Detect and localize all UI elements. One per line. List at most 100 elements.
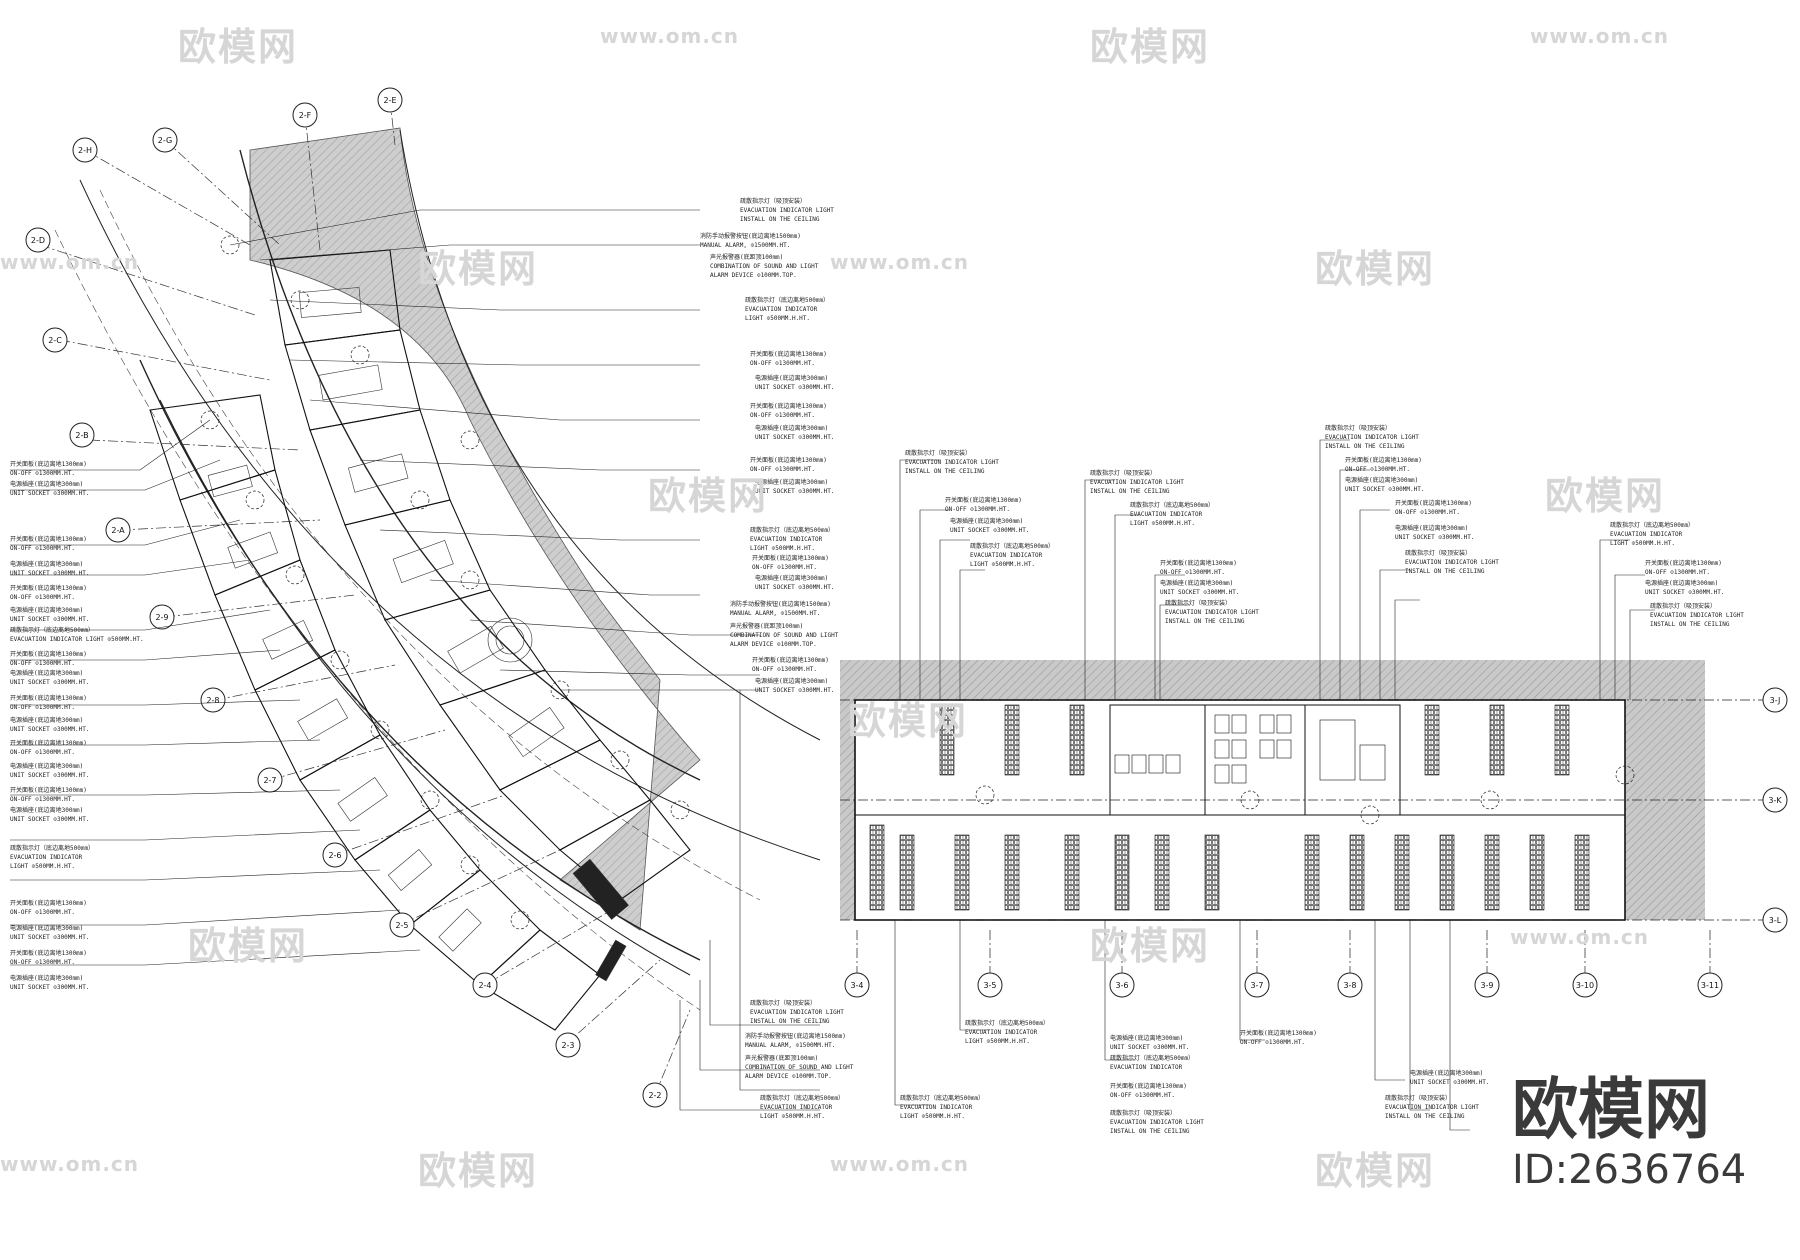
note-switch: 开关面板(底边离地1300mm)ON-OFF ⊙1300MM.HT. — [1240, 1029, 1317, 1046]
svg-text:UNIT SOCKET ⊙300MM.HT.: UNIT SOCKET ⊙300MM.HT. — [10, 934, 89, 941]
straight-grid-bubbles — [844, 687, 1788, 998]
grid-label: 3-6 — [1115, 981, 1128, 990]
svg-text:COMBINATION OF SOUND AND LIGHT: COMBINATION OF SOUND AND LIGHT — [730, 632, 839, 639]
svg-text:ALARM DEVICE ⊙100MM.TOP.: ALARM DEVICE ⊙100MM.TOP. — [745, 1073, 832, 1080]
svg-text:ON-OFF ⊙1300MM.HT.: ON-OFF ⊙1300MM.HT. — [1395, 509, 1460, 516]
hatched-band-top — [840, 660, 1705, 705]
svg-text:疏散指示灯（底边离地500mm）: 疏散指示灯（底边离地500mm） — [900, 1094, 984, 1102]
svg-text:LIGHT ⊙500MM.H.HT.: LIGHT ⊙500MM.H.HT. — [760, 1113, 825, 1120]
hatched-band-left — [840, 705, 855, 920]
svg-text:MANUAL ALARM, ⊙1500MM.HT.: MANUAL ALARM, ⊙1500MM.HT. — [700, 242, 790, 249]
svg-text:INSTALL ON THE CEILING: INSTALL ON THE CEILING — [740, 216, 820, 223]
svg-text:电源插座(底边离地300mm): 电源插座(底边离地300mm) — [10, 806, 83, 814]
svg-text:开关面板(底边离地1300mm): 开关面板(底边离地1300mm) — [10, 650, 87, 658]
grid-bubble-2-H — [72, 137, 98, 163]
note-sound-light: 声光报警器(底距顶100mm) COMBINATION OF SOUND AND… — [730, 622, 839, 648]
svg-text:EVACUATION INDICATOR: EVACUATION INDICATOR — [1130, 511, 1203, 518]
note-switch: 开关面板(底边离地1300mm) ON-OFF ⊙1300MM.HT. — [750, 350, 827, 367]
svg-text:INSTALL ON THE CEILING: INSTALL ON THE CEILING — [1325, 443, 1405, 450]
annotation-straight-wing-bottom: 疏散指示灯（底边离地500mm）EVACUATION INDICATOR LIGH… — [900, 1019, 1489, 1135]
svg-text:ON-OFF ⊙1300MM.HT.: ON-OFF ⊙1300MM.HT. — [1345, 466, 1410, 473]
note-evac-ceiling: 疏散指示灯（吸顶安装）EVACUATION INDICATOR LIGHTINS… — [1325, 424, 1419, 450]
svg-text:UNIT SOCKET ⊙300MM.HT.: UNIT SOCKET ⊙300MM.HT. — [755, 687, 834, 694]
brand-name: 欧模网 — [1512, 1071, 1710, 1148]
svg-text:UNIT SOCKET ⊙300MM.HT.: UNIT SOCKET ⊙300MM.HT. — [755, 488, 834, 495]
note-switch: 开关面板(底边离地1300mm) ON-OFF ⊙1300MM.HT. — [10, 786, 87, 803]
note-socket: 电源插座(底边离地300mm)UNIT SOCKET ⊙300MM.HT. — [10, 480, 89, 497]
svg-text:ON-OFF ⊙1300MM.HT.: ON-OFF ⊙1300MM.HT. — [945, 506, 1010, 513]
svg-text:INSTALL ON THE CEILING: INSTALL ON THE CEILING — [1405, 568, 1485, 575]
grid-bubble-2-E — [377, 87, 403, 113]
svg-text:疏散指示灯（底边离地500mm）: 疏散指示灯（底边离地500mm） — [965, 1019, 1049, 1027]
svg-text:电源插座(底边离地300mm): 电源插座(底边离地300mm) — [755, 374, 828, 382]
note-evac-ceiling: 疏散指示灯（吸顶安装）EVACUATION INDICATOR LIGHTINS… — [1650, 602, 1744, 628]
svg-text:EVACUATION INDICATOR: EVACUATION INDICATOR — [1610, 531, 1683, 538]
svg-text:开关面板(底边离地1300mm): 开关面板(底边离地1300mm) — [10, 786, 87, 794]
note-switch: 开关面板(底边离地1300mm)ON-OFF ⊙1300MM.HT. — [10, 650, 87, 667]
svg-text:UNIT SOCKET ⊙300MM.HT.: UNIT SOCKET ⊙300MM.HT. — [755, 434, 834, 441]
note-evac-ceiling: 疏散指示灯（吸顶安装）EVACUATION INDICATOR LIGHTINS… — [1405, 549, 1499, 575]
note-switch: 开关面板(底边离地1300mm)ON-OFF ⊙1300MM.HT. — [945, 496, 1022, 513]
svg-text:ON-OFF ⊙1300MM.HT.: ON-OFF ⊙1300MM.HT. — [1160, 569, 1225, 576]
svg-text:ON-OFF ⊙1300MM.HT.: ON-OFF ⊙1300MM.HT. — [750, 360, 815, 367]
rack-rows-bottom — [869, 824, 1590, 911]
note-switch: 开关面板(底边离地1300mm)ON-OFF ⊙1300MM.HT. — [10, 460, 87, 477]
svg-text:电源插座(底边离地300mm): 电源插座(底边离地300mm) — [755, 677, 828, 685]
grid-label: 2-B — [75, 431, 88, 440]
grid-label: 2-F — [299, 111, 312, 120]
svg-text:开关面板(底边离地1300mm): 开关面板(底边离地1300mm) — [10, 584, 87, 592]
note-evac-500: 疏散指示灯（底边离地500mm） EVACUATION INDICATOR LI… — [760, 1094, 844, 1120]
svg-text:ON-OFF ⊙1300MM.HT.: ON-OFF ⊙1300MM.HT. — [1240, 1039, 1305, 1046]
note-evac-ceiling: 疏散指示灯（吸顶安装）EVACUATION INDICATOR LIGHTINS… — [1110, 1109, 1204, 1135]
annotation-straight-wing-top: 疏散指示灯（吸顶安装） EVACUATION INDICATOR LIGHT INS… — [905, 424, 1744, 628]
svg-text:UNIT SOCKET ⊙300MM.HT.: UNIT SOCKET ⊙300MM.HT. — [10, 772, 89, 779]
svg-text:LIGHT ⊙500MM.H.HT.: LIGHT ⊙500MM.H.HT. — [1610, 540, 1675, 547]
svg-text:UNIT SOCKET ⊙300MM.HT.: UNIT SOCKET ⊙300MM.HT. — [755, 384, 834, 391]
svg-text:INSTALL ON THE CEILING: INSTALL ON THE CEILING — [1650, 621, 1730, 628]
svg-text:疏散指示灯（吸顶安装）: 疏散指示灯（吸顶安装） — [1385, 1094, 1451, 1102]
svg-text:电源插座(底边离地300mm): 电源插座(底边离地300mm) — [10, 716, 83, 724]
svg-text:LIGHT ⊙500MM.H.HT.: LIGHT ⊙500MM.H.HT. — [10, 863, 75, 870]
svg-text:ON-OFF ⊙1300MM.HT.: ON-OFF ⊙1300MM.HT. — [10, 909, 75, 916]
svg-text:UNIT SOCKET ⊙300MM.HT.: UNIT SOCKET ⊙300MM.HT. — [950, 527, 1029, 534]
note-evac-500: 疏散指示灯（底边离地500mm）EVACUATION INDICATOR — [1110, 1054, 1194, 1071]
svg-text:疏散指示灯（吸顶安装）: 疏散指示灯（吸顶安装） — [1090, 469, 1156, 477]
svg-text:开关面板(底边离地1300mm): 开关面板(底边离地1300mm) — [750, 350, 827, 358]
note-socket: 电源插座(底边离地300mm)UNIT SOCKET ⊙300MM.HT. — [1410, 1069, 1489, 1086]
grid-label: 2-G — [158, 136, 172, 145]
note-sound-light: 声光报警器(底距顶100mm) COMBINATION OF SOUND AND… — [745, 1054, 854, 1080]
svg-text:UNIT SOCKET ⊙300MM.HT.: UNIT SOCKET ⊙300MM.HT. — [10, 570, 89, 577]
svg-text:EVACUATION INDICATOR LIGHT: EVACUATION INDICATOR LIGHT — [1385, 1104, 1479, 1111]
svg-text:LIGHT ⊙500MM.H.HT.: LIGHT ⊙500MM.H.HT. — [965, 1038, 1030, 1045]
note-evac-light-500: 疏散指示灯（底边离地500mm）EVACUATION INDICATOR LIG… — [10, 626, 144, 643]
note-switch: 开关面板(底边离地1300mm)ON-OFF ⊙1300MM.HT. — [10, 535, 87, 552]
grid-label: 2-2 — [648, 1091, 661, 1100]
svg-text:疏散指示灯（底边离地500mm）: 疏散指示灯（底边离地500mm） — [745, 296, 829, 304]
svg-text:疏散指示灯（吸顶安装）: 疏散指示灯（吸顶安装） — [905, 449, 971, 457]
straight-wing-plan: 3-4 3-5 3-6 3-7 3-8 3-9 3-10 3-11 3-J 3-… — [840, 439, 1788, 1131]
note-socket: 电源插座(底边离地300mm)UNIT SOCKET ⊙300MM.HT. — [1395, 524, 1474, 541]
note-socket: 电源插座(底边离地300mm)UNIT SOCKET ⊙300MM.HT. — [10, 762, 89, 779]
svg-text:消防手动报警按钮(底边离地1500mm): 消防手动报警按钮(底边离地1500mm) — [745, 1032, 846, 1040]
note-socket: 电源插座(底边离地300mm)UNIT SOCKET ⊙300MM.HT. — [1645, 579, 1724, 596]
grid-bubble-3-8 — [1337, 972, 1363, 998]
grid-bubble-3-10 — [1572, 972, 1598, 998]
svg-text:电源插座(底边离地300mm): 电源插座(底边离地300mm) — [1645, 579, 1718, 587]
svg-text:电源插座(底边离地300mm): 电源插座(底边离地300mm) — [755, 478, 828, 486]
note-switch: 开关面板(底边离地1300mm) ON-OFF ⊙1300MM.HT. — [750, 456, 827, 473]
svg-text:开关面板(底边离地1300mm): 开关面板(底边离地1300mm) — [1110, 1082, 1187, 1090]
grid-bubble-3-6 — [1109, 972, 1135, 998]
desk-cluster — [207, 287, 565, 952]
grid-bubble-2-9 — [149, 604, 175, 630]
svg-text:电源插座(底边离地300mm): 电源插座(底边离地300mm) — [10, 560, 83, 568]
svg-text:UNIT SOCKET ⊙300MM.HT.: UNIT SOCKET ⊙300MM.HT. — [755, 584, 834, 591]
svg-text:疏散指示灯（吸顶安装）: 疏散指示灯（吸顶安装） — [1165, 599, 1231, 607]
svg-text:EVACUATION INDICATOR LIGHT: EVACUATION INDICATOR LIGHT — [1405, 559, 1499, 566]
grid-bubble-2-D — [25, 227, 51, 253]
grid-label: 2-3 — [561, 1041, 574, 1050]
note-switch: 开关面板(底边离地1300mm)ON-OFF ⊙1300MM.HT. — [1645, 559, 1722, 576]
grid-bubble-2-G — [152, 127, 178, 153]
svg-text:ON-OFF ⊙1300MM.HT.: ON-OFF ⊙1300MM.HT. — [10, 796, 75, 803]
svg-text:ALARM DEVICE ⊙100MM.TOP.: ALARM DEVICE ⊙100MM.TOP. — [730, 641, 817, 648]
grid-bubble-2-8 — [200, 687, 226, 713]
